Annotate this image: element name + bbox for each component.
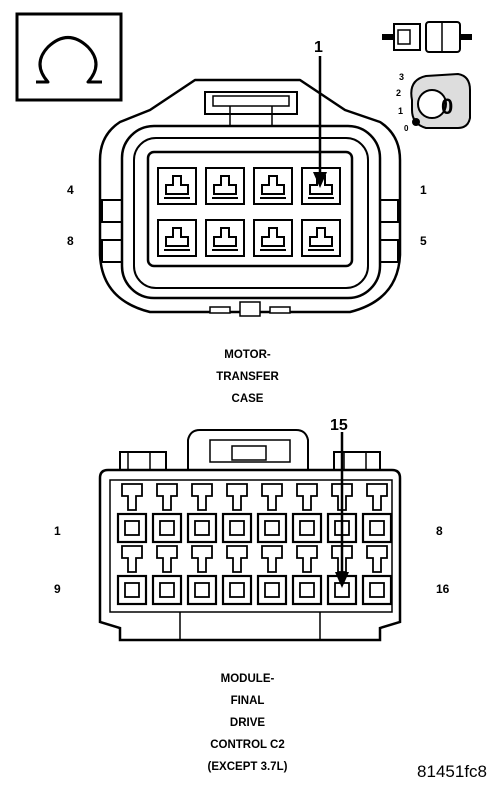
connector2-caption-line: DRIVE [229, 717, 266, 729]
c2-cavity [256, 483, 288, 544]
ohm-symbol-icon [15, 12, 123, 102]
c1-pin-label-8: 8 [67, 234, 74, 248]
c2-cavity [186, 483, 218, 544]
c2-cavity [116, 545, 148, 606]
position-mark-0: 0 [404, 124, 409, 133]
c1-callout-number: 1 [314, 39, 323, 56]
c1-pin-label-5: 5 [420, 234, 427, 248]
selected-position: 0 [441, 94, 453, 119]
c2-pin-label-16: 16 [436, 582, 450, 596]
c1-cavity [253, 167, 293, 205]
c1-cavity [157, 219, 197, 257]
c2-pin-label-1: 1 [54, 524, 61, 538]
c1-pin-label-1: 1 [420, 183, 427, 197]
connector2-caption-line: CONTROL C2 [210, 739, 285, 751]
c2-pin-label-9: 9 [54, 582, 61, 596]
figure-id: 81451fc8 [417, 762, 487, 781]
c2-cavity [151, 483, 183, 544]
position-mark-2: 2 [396, 88, 401, 98]
position-mark-3: 3 [399, 72, 404, 82]
c2-cavity [361, 545, 393, 606]
c2-cavity [291, 483, 323, 544]
connector2-caption: MODULE- FINAL DRIVE CONTROL C2 (EXCEPT 3… [0, 668, 495, 778]
connector1-caption-line: MOTOR- [224, 349, 271, 361]
c1-cavity [301, 219, 341, 257]
connector2-caption-line: (EXCEPT 3.7L) [207, 761, 288, 773]
c2-cavity [151, 545, 183, 606]
c1-cavity [253, 219, 293, 257]
position-mark-1: 1 [398, 106, 403, 116]
motor-transfer-case-connector [98, 78, 402, 317]
c2-cavity [186, 545, 218, 606]
c1-pin-label-4: 4 [67, 183, 74, 197]
connector1-caption-line: TRANSFER [216, 371, 279, 383]
c2-cavity [361, 483, 393, 544]
c1-cavity [205, 167, 245, 205]
connector1-caption-line: CASE [231, 393, 264, 405]
c2-cavity [256, 545, 288, 606]
connector-position-icon: 3 2 1 0 0 [396, 72, 471, 133]
c2-pin-label-8: 8 [436, 524, 443, 538]
connector1-caption: MOTOR- TRANSFER CASE [0, 344, 495, 410]
c2-callout-number: 15 [330, 417, 348, 434]
connector2-caption-line: MODULE- [220, 673, 275, 685]
c2-cavity [291, 545, 323, 606]
c2-cavity [116, 483, 148, 544]
c1-callout-arrow [313, 56, 327, 188]
connector2-caption-line: FINAL [230, 695, 265, 707]
c2-callout-arrow [335, 432, 349, 588]
c1-cavity [205, 219, 245, 257]
c1-cavity [157, 167, 197, 205]
c2-cavity [221, 545, 253, 606]
connector-plug-icon [382, 21, 472, 53]
c2-cavity [221, 483, 253, 544]
